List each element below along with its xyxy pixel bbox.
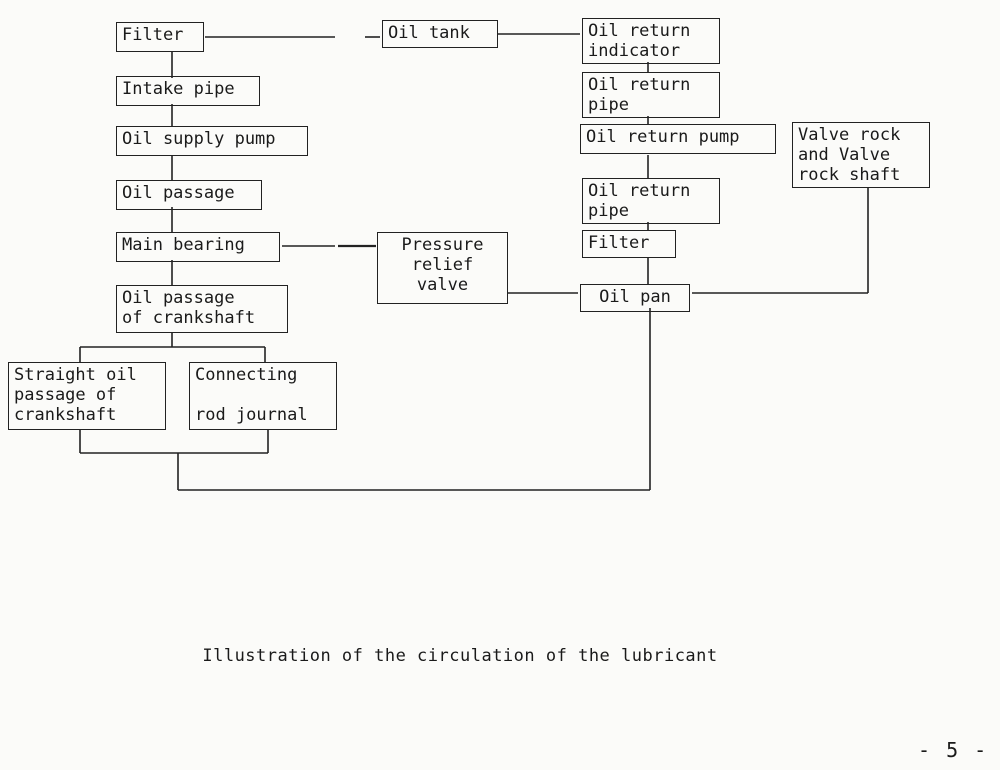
oil-passage-crankshaft-box: Oil passage of crankshaft (116, 285, 288, 333)
oil-tank-box: Oil tank (382, 20, 498, 48)
oil-passage-box: Oil passage (116, 180, 262, 210)
oil-return-pump-box: Oil return pump (580, 124, 776, 154)
oil-return-pipe-bottom-box: Oil return pipe (582, 178, 720, 224)
straight-oil-passage-box: Straight oil passage of crankshaft (8, 362, 166, 430)
diagram-caption: Illustration of the circulation of the l… (202, 646, 718, 666)
connecting-rod-journal-box: Connecting rod journal (189, 362, 337, 430)
page-number: - 5 - (918, 738, 989, 762)
oil-supply-pump-box: Oil supply pump (116, 126, 308, 156)
oil-pan-box: Oil pan (580, 284, 690, 312)
filter-bottom-box: Filter (582, 230, 676, 258)
valve-rock-box: Valve rock and Valve rock shaft (792, 122, 930, 188)
oil-return-indicator-box: Oil return indicator (582, 18, 720, 64)
filter-top-box: Filter (116, 22, 204, 52)
pressure-relief-valve-box: Pressure relief valve (377, 232, 508, 304)
intake-pipe-box: Intake pipe (116, 76, 260, 106)
oil-return-pipe-top-box: Oil return pipe (582, 72, 720, 118)
main-bearing-box: Main bearing (116, 232, 280, 262)
